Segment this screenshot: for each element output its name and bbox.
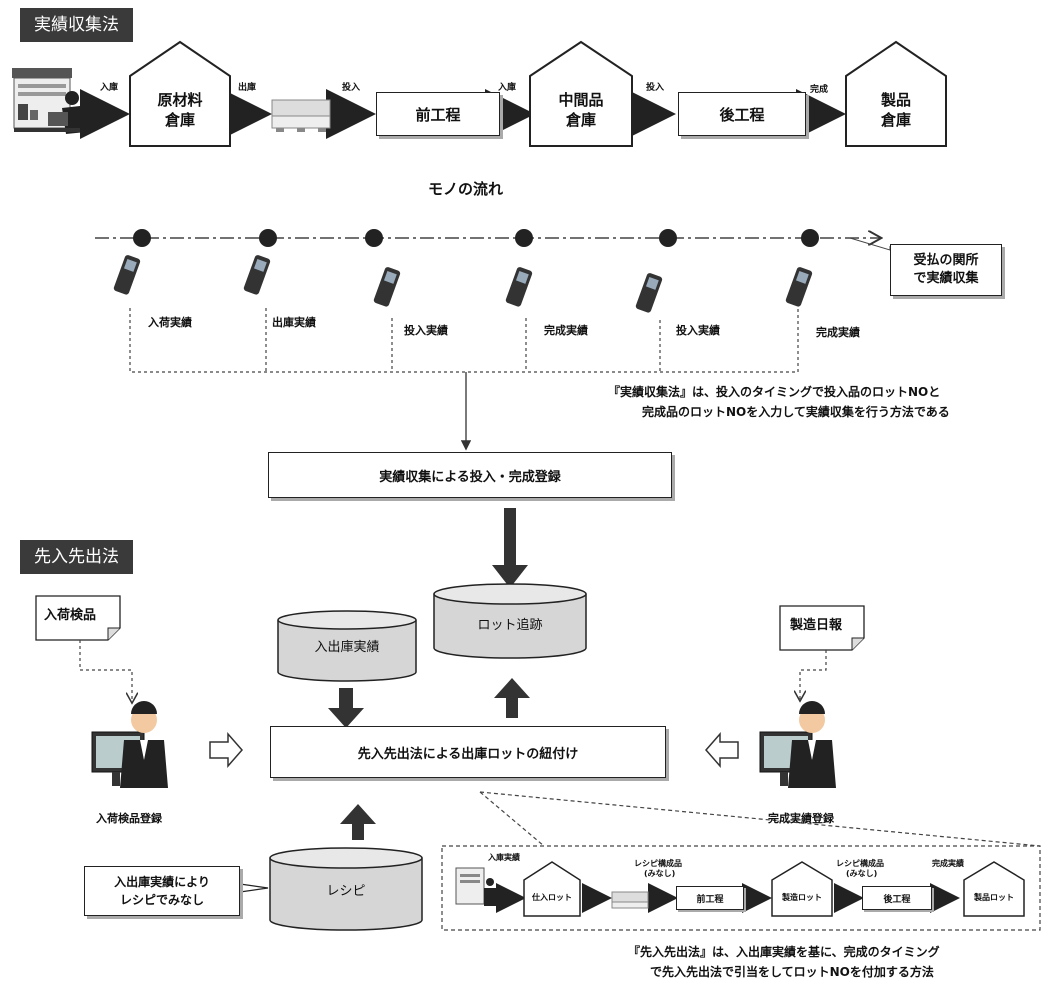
mini-lot2: 製造ロット	[782, 893, 822, 902]
scan-point-label: 投入実績	[676, 324, 720, 337]
callout-line: 受払の関所	[913, 253, 979, 268]
warehouse-line: 倉庫	[565, 111, 596, 129]
arrow-to-lot-db	[492, 508, 528, 588]
product-warehouse: 製品 倉庫	[846, 90, 946, 130]
note-line: 『先入先出法』は、入出庫実績を基に、完成のタイミング	[628, 945, 940, 959]
warehouse-line: 中間品	[558, 91, 604, 109]
mini-label: レシピ構成品	[836, 859, 884, 868]
db-inout-shape	[277, 620, 417, 682]
mini-proc1: 前工程	[676, 886, 744, 910]
fifo-note: 『先入先出法』は、入出庫実績を基に、完成のタイミング で先入先出法で引当をしてロ…	[628, 942, 940, 982]
warehouse-line: 製品	[880, 91, 911, 109]
mini-proc2: 後工程	[862, 886, 932, 910]
db-lot-shape	[433, 594, 587, 659]
db-lot-label: ロット追跡	[477, 618, 543, 633]
person-left-icon	[91, 701, 168, 788]
db-recipe-label: レシピ	[326, 884, 366, 899]
section-title-fifo: 先入先出法	[20, 540, 133, 574]
scan-point-label: 投入実績	[404, 324, 448, 337]
collector-lines	[129, 306, 799, 373]
flow-label: 入庫	[498, 83, 517, 93]
mini-label: (みなし)	[644, 869, 676, 878]
note-line: 完成品のロットNOを入力して実績収集を行う方法である	[642, 405, 950, 419]
flow-label: 完成	[810, 85, 829, 95]
mini-label: (みなし)	[846, 869, 878, 878]
pallet-icon	[271, 99, 331, 132]
mini-label: 入庫実績	[488, 853, 520, 862]
warehouse-line: 倉庫	[164, 111, 195, 129]
raw-material-warehouse-shape	[129, 40, 231, 147]
doc-inspection-label: 入荷検品	[44, 608, 97, 623]
recipe-callout: 入出庫実績により レシピでみなし	[84, 866, 240, 916]
register-box: 実績収集による投入・完成登録	[268, 452, 672, 498]
note-line: で先入先出法で引当をしてロットNOを付加する方法	[650, 965, 934, 979]
person-left-label: 入荷検品登録	[96, 812, 162, 825]
arrow-fifo-to-lot	[494, 678, 530, 718]
jisseki-note: 『実績収集法』は、投入のタイミングで投入品のロットNOと 完成品のロットNOを入…	[608, 382, 950, 422]
scanner-icons	[113, 255, 813, 313]
arrow-inout-to-fifo	[328, 688, 364, 728]
person-right-label: 完成実績登録	[768, 812, 834, 825]
mini-label: レシピ構成品	[634, 859, 682, 868]
warehouse-line: 原材料	[157, 91, 203, 109]
note-line: 『実績収集法』は、投入のタイミングで投入品のロットNOと	[608, 385, 941, 399]
arrow-recipe-to-fifo	[340, 804, 376, 840]
flow-label: 出庫	[238, 83, 257, 93]
timeline-dots	[133, 229, 819, 247]
intermediate-warehouse: 中間品 倉庫	[530, 90, 632, 130]
person-right-icon	[759, 701, 836, 788]
process-front: 前工程	[376, 92, 500, 136]
callout-line: で実績収集	[913, 271, 979, 286]
scan-point-label: 完成実績	[816, 326, 860, 339]
arrow-left-person-to-fifo	[209, 732, 243, 768]
product-warehouse-shape	[845, 40, 947, 147]
db-inout-label: 入出庫実績	[314, 640, 380, 655]
fifo-box: 先入先出法による出庫ロットの紐付け	[270, 726, 666, 778]
mini-flow	[455, 861, 1025, 917]
goods-flow-label: モノの流れ	[428, 180, 504, 198]
arrow-right-person-to-fifo	[705, 732, 739, 768]
scan-point-label: 出庫実績	[272, 316, 316, 329]
db-recipe-shape	[269, 858, 423, 931]
mini-label: 完成実績	[932, 859, 964, 868]
worker-icon	[12, 68, 86, 134]
doc-daily-label: 製造日報	[790, 618, 843, 633]
intermediate-warehouse-shape	[529, 40, 633, 147]
callout-line: レシピでみなし	[119, 893, 204, 907]
raw-material-warehouse: 原材料 倉庫	[130, 90, 230, 130]
mini-lot3: 製品ロット	[974, 893, 1014, 902]
callout-line: 入出庫実績により	[114, 875, 210, 889]
flow-label: 投入	[342, 83, 361, 93]
warehouse-line: 倉庫	[880, 111, 911, 129]
flow-label: 入庫	[100, 83, 119, 93]
section-title-jisseki: 実績収集法	[20, 8, 133, 42]
mini-lot1: 仕入ロット	[532, 893, 572, 902]
scan-point-label: 入荷実績	[148, 316, 192, 329]
scan-point-label: 完成実績	[544, 324, 588, 337]
flow-label: 投入	[646, 83, 665, 93]
process-back: 後工程	[678, 92, 806, 136]
checkpoint-callout: 受払の関所 で実績収集	[890, 244, 1002, 296]
